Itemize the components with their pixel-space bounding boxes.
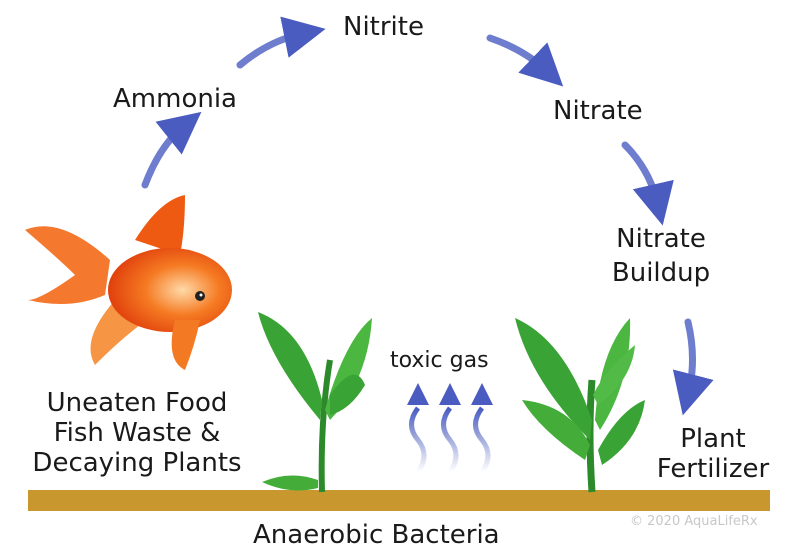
arrow-nitrate-to-buildup (621, 141, 674, 226)
right-plant-image (515, 318, 645, 493)
label-plant-fertilizer: Plant Fertilizer (648, 424, 778, 484)
label-anaerobic-bacteria: Anaerobic Bacteria (253, 520, 500, 550)
label-toxic-gas: toxic gas (390, 348, 489, 373)
label-fish-waste: Fish Waste & (53, 418, 221, 448)
left-plant-image (258, 312, 372, 493)
arrow-food-to-ammonia (141, 111, 202, 189)
copyright-text: © 2020 AquaLifeRx (630, 514, 758, 529)
label-fertilizer: Fertilizer (656, 454, 770, 484)
label-nitrate-buildup: Nitrate Buildup (591, 224, 731, 288)
label-plant: Plant (680, 424, 746, 454)
substrate-bar (28, 490, 770, 511)
toxic-gas-arrows (407, 383, 493, 474)
label-decaying-plants: Decaying Plants (32, 448, 242, 478)
arrow-nitrite-to-nitrate (486, 34, 564, 87)
label-nitrate-buildup-line2: Buildup (611, 258, 711, 288)
arrow-buildup-to-fertilizer (672, 318, 714, 416)
label-nitrite: Nitrite (343, 12, 424, 42)
label-ammonia: Ammonia (113, 84, 237, 114)
label-uneaten-food: Uneaten Food (46, 388, 228, 418)
goldfish-image (25, 195, 232, 370)
label-nitrate: Nitrate (553, 96, 643, 126)
arrow-ammonia-to-nitrite (236, 16, 326, 69)
label-nitrate-buildup-line1: Nitrate (616, 224, 706, 254)
label-sources: Uneaten Food Fish Waste & Decaying Plant… (12, 388, 262, 478)
